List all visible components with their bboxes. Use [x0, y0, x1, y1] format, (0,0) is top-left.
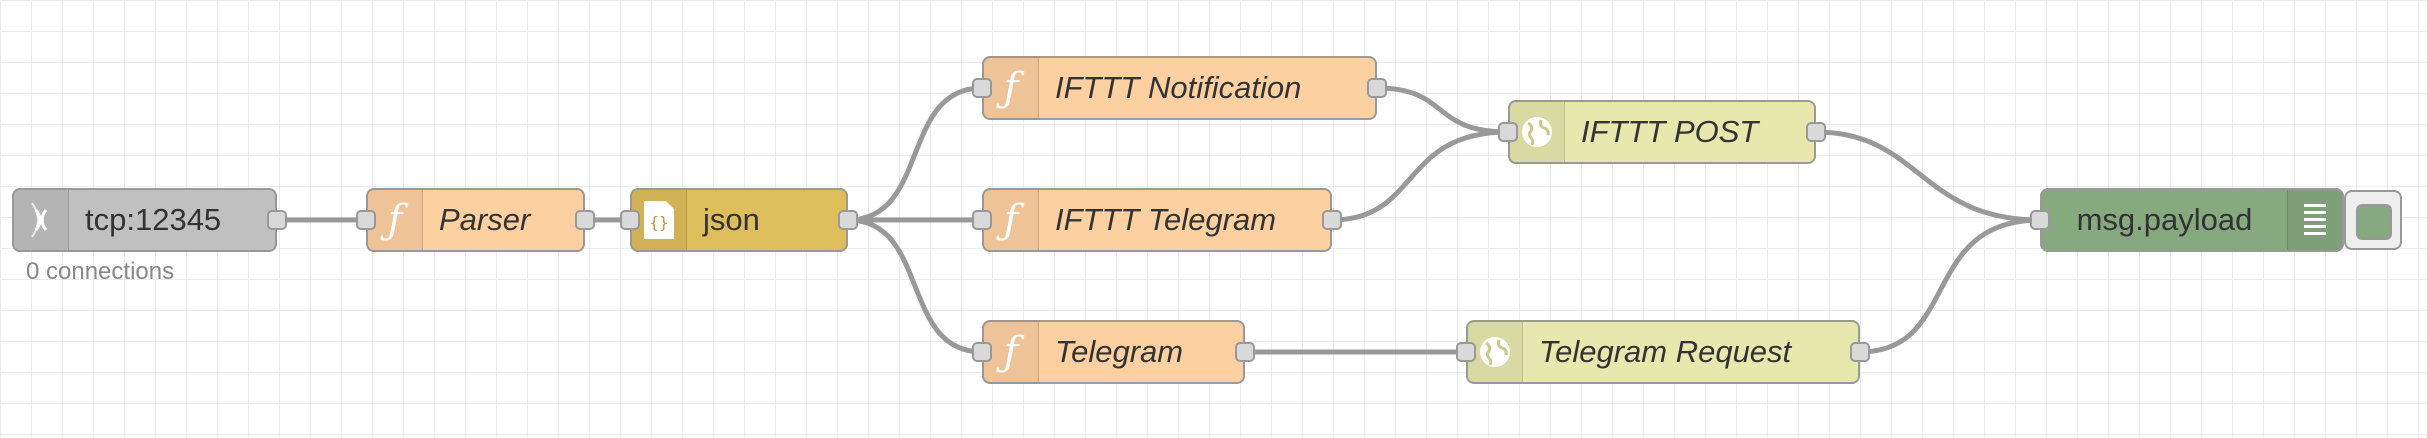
globe-icon: [1510, 102, 1565, 162]
ifttt-post-input-port[interactable]: [1498, 122, 1518, 142]
ifttt-telegram-input-port[interactable]: [972, 210, 992, 230]
telegram-input-port[interactable]: [972, 342, 992, 362]
json-output-port[interactable]: [838, 210, 858, 230]
function-icon: ƒ: [984, 190, 1039, 250]
telegram-label: Telegram: [1055, 334, 1184, 369]
debug-node[interactable]: msg.payload: [2030, 188, 2344, 252]
wire-json-telegram[interactable]: [847, 217, 983, 355]
tcp-in-node[interactable]: tcp:12345: [12, 188, 287, 252]
tcp-signal-icon: [14, 190, 69, 250]
function-icon: ƒ: [984, 322, 1039, 382]
telegram-output-port[interactable]: [1235, 342, 1255, 362]
wire-post-debug[interactable]: [1815, 129, 2041, 223]
ifttt-notification-function-node[interactable]: ƒ IFTTT Notification: [972, 56, 1387, 120]
ifttt-telegram-function-node[interactable]: ƒ IFTTT Telegram: [972, 188, 1342, 252]
tcp-in-output-port[interactable]: [267, 210, 287, 230]
parser-output-port[interactable]: [575, 210, 595, 230]
parser-input-port[interactable]: [356, 210, 376, 230]
wire-ifttt-telegram-post[interactable]: [1331, 129, 1509, 223]
parser-function-node[interactable]: ƒ Parser: [356, 188, 595, 252]
debug-list-icon: [2287, 190, 2342, 250]
ifttt-post-http-request-node[interactable]: IFTTT POST: [1498, 100, 1826, 164]
debug-toggle-button[interactable]: [2344, 190, 2402, 250]
wire-request-debug[interactable]: [1859, 217, 2041, 355]
ifttt-post-output-port[interactable]: [1806, 122, 1826, 142]
wire-json-ifttt-notification[interactable]: [847, 85, 983, 223]
json-label: json: [703, 202, 760, 237]
tcp-in-status: 0 connections: [26, 258, 175, 285]
json-node[interactable]: {} json: [620, 188, 858, 252]
telegram-request-input-port[interactable]: [1456, 342, 1476, 362]
function-icon: ƒ: [984, 58, 1039, 118]
ifttt-notification-input-port[interactable]: [972, 78, 992, 98]
telegram-request-http-request-node[interactable]: Telegram Request: [1456, 320, 1870, 384]
debug-label: msg.payload: [2076, 202, 2253, 237]
function-icon: ƒ: [368, 190, 423, 250]
parser-label: Parser: [439, 202, 531, 237]
ifttt-post-label: IFTTT POST: [1581, 114, 1759, 149]
telegram-request-output-port[interactable]: [1850, 342, 1870, 362]
json-braces-icon: {}: [632, 190, 687, 250]
tcp-in-label: tcp:12345: [85, 202, 222, 237]
telegram-request-label: Telegram Request: [1539, 334, 1792, 369]
ifttt-notification-label: IFTTT Notification: [1055, 70, 1302, 105]
globe-icon: [1468, 322, 1523, 382]
wire-ifttt-notification-post[interactable]: [1376, 85, 1509, 135]
debug-toggle-indicator: [2356, 204, 2392, 240]
svg-text:{}: {}: [649, 213, 668, 232]
telegram-function-node[interactable]: ƒ Telegram: [972, 320, 1255, 384]
debug-input-port[interactable]: [2030, 210, 2050, 230]
ifttt-telegram-output-port[interactable]: [1322, 210, 1342, 230]
json-input-port[interactable]: [620, 210, 640, 230]
ifttt-telegram-label: IFTTT Telegram: [1055, 202, 1277, 237]
ifttt-notification-output-port[interactable]: [1367, 78, 1387, 98]
